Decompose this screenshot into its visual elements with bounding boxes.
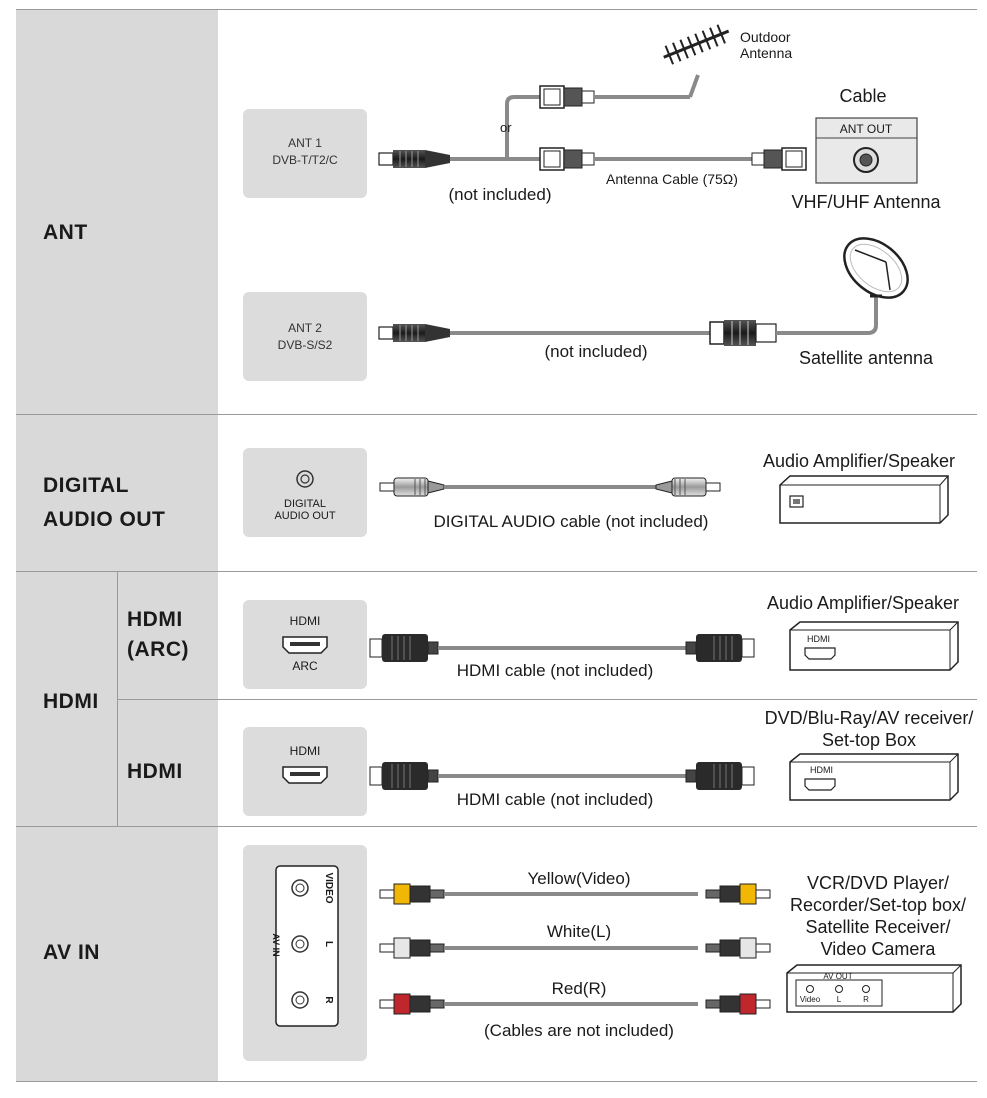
cable-title: Cable bbox=[839, 86, 886, 106]
hdmi-arc-device-port: HDMI bbox=[807, 634, 830, 644]
section-label-hdmi-sub: HDMI bbox=[127, 760, 183, 783]
ant2-port-label: ANT 2 bbox=[288, 321, 322, 335]
hdmi-arc-port-bottom: ARC bbox=[292, 659, 318, 673]
f-connector-icon bbox=[539, 85, 595, 109]
ant1-port-standard: DVB-T/T2/C bbox=[272, 153, 338, 167]
av-device-label-2: Recorder/Set-top box/ bbox=[790, 895, 966, 915]
ant1-row: ANT 1 DVB-T/T2/C or bbox=[243, 24, 942, 212]
or-label: or bbox=[500, 120, 512, 135]
av-out-l-label: L bbox=[837, 995, 842, 1004]
dish-cable bbox=[776, 290, 878, 335]
section-label-hdmi-arc-2: (ARC) bbox=[127, 638, 189, 661]
av-device-label-3: Satellite Receiver/ bbox=[805, 917, 950, 937]
rca-plug-yellow-icon bbox=[379, 883, 445, 905]
section-label-audio-out: AUDIO OUT bbox=[43, 508, 165, 531]
ant2-not-included: (not included) bbox=[544, 342, 647, 361]
digital-audio-port-box bbox=[243, 448, 367, 537]
ant1-not-included: (not included) bbox=[448, 185, 551, 204]
section-label-hdmi-arc-1: HDMI bbox=[127, 608, 183, 631]
video-jack-icon bbox=[291, 879, 309, 897]
yellow-video-label: Yellow(Video) bbox=[527, 869, 630, 888]
f-connector-icon bbox=[539, 147, 595, 171]
hdmi-arc-row: HDMI ARC HDMI cable (not included) Audio… bbox=[243, 593, 959, 689]
vcr-device-icon bbox=[786, 964, 962, 1013]
av-in-row: AV IN VIDEO L R Yellow(Video) bbox=[243, 845, 966, 1061]
digital-audio-device-label: Audio Amplifier/Speaker bbox=[763, 451, 955, 471]
satellite-antenna-label: Satellite antenna bbox=[799, 348, 934, 368]
section-label-hdmi: HDMI bbox=[43, 690, 99, 713]
f-connector-icon bbox=[709, 320, 777, 346]
section-dividers bbox=[16, 9, 977, 1082]
audio-l-jack-icon bbox=[291, 935, 309, 953]
hdmi-plug-icon bbox=[369, 634, 439, 662]
rca-plug-red-icon bbox=[705, 993, 771, 1015]
rca-plug-white-icon bbox=[379, 937, 445, 959]
digital-audio-cable-label: DIGITAL AUDIO cable (not included) bbox=[434, 512, 709, 531]
jack-r-label: R bbox=[323, 996, 334, 1004]
coax-plug-icon bbox=[378, 150, 450, 168]
outdoor-antenna-label-2: Antenna bbox=[740, 45, 792, 61]
rca-plug-yellow-icon bbox=[705, 883, 771, 905]
digital-port-label-1: DIGITAL bbox=[284, 498, 326, 510]
vhf-uhf-label: VHF/UHF Antenna bbox=[791, 192, 941, 212]
coax-plug-icon bbox=[378, 324, 450, 342]
white-l-label: White(L) bbox=[547, 922, 611, 941]
hdmi-cable-label: HDMI cable (not included) bbox=[457, 790, 654, 809]
ant1-port-box bbox=[243, 109, 367, 198]
rca-plug-red-icon bbox=[379, 993, 445, 1015]
digital-port-label-2: AUDIO OUT bbox=[274, 510, 335, 522]
section-label-digital: DIGITAL bbox=[43, 474, 129, 497]
cables-not-included-label: (Cables are not included) bbox=[484, 1021, 674, 1040]
ant-out-label: ANT OUT bbox=[840, 122, 893, 136]
ant2-port-box bbox=[243, 292, 367, 381]
av-in-panel-title: AV IN bbox=[271, 933, 281, 956]
optical-plug-icon bbox=[379, 477, 445, 497]
ant2-row: ANT 2 DVB-S/S2 (not included) Satellite … bbox=[243, 237, 934, 381]
hdmi-row: HDMI HDMI cable (not included) DVD/Blu-R… bbox=[243, 708, 973, 816]
outdoor-antenna-label-1: Outdoor bbox=[740, 29, 791, 45]
red-r-label: Red(R) bbox=[552, 979, 607, 998]
optical-plug-icon bbox=[655, 477, 721, 497]
optical-port-icon bbox=[296, 470, 314, 488]
hdmi-device-port: HDMI bbox=[810, 765, 833, 775]
hdmi-device-label-1: DVD/Blu-Ray/AV receiver/ bbox=[765, 708, 974, 728]
jack-video-label: VIDEO bbox=[323, 872, 334, 903]
audio-amplifier-icon bbox=[789, 621, 959, 671]
rca-plug-white-icon bbox=[705, 937, 771, 959]
av-device-label-1: VCR/DVD Player/ bbox=[807, 873, 949, 893]
hdmi-device-label-2: Set-top Box bbox=[822, 730, 916, 750]
hdmi-arc-device-label: Audio Amplifier/Speaker bbox=[767, 593, 959, 613]
digital-audio-row: DIGITAL AUDIO OUT DIGITAL AUDIO cable (n… bbox=[243, 448, 955, 537]
f-connector-icon bbox=[751, 147, 807, 171]
av-out-video-label: Video bbox=[800, 995, 821, 1004]
hdmi-port-top: HDMI bbox=[290, 744, 321, 758]
section-label-av-in: AV IN bbox=[43, 941, 100, 964]
hdmi-plug-icon bbox=[685, 634, 755, 662]
section-backgrounds bbox=[16, 10, 218, 1081]
ant2-port-standard: DVB-S/S2 bbox=[278, 338, 333, 352]
hdmi-arc-port-top: HDMI bbox=[290, 614, 321, 628]
audio-amplifier-icon bbox=[779, 475, 949, 524]
satellite-dish-icon bbox=[843, 237, 909, 299]
av-device-label-4: Video Camera bbox=[821, 939, 937, 959]
hdmi-arc-cable-label: HDMI cable (not included) bbox=[457, 661, 654, 680]
av-out-r-label: R bbox=[863, 995, 869, 1004]
antenna-cable-label: Antenna Cable (75Ω) bbox=[606, 171, 738, 187]
set-top-box-icon bbox=[789, 753, 959, 801]
ant1-port-label: ANT 1 bbox=[288, 136, 322, 150]
hdmi-plug-icon bbox=[369, 762, 439, 790]
outdoor-antenna-icon bbox=[663, 24, 730, 65]
av-out-label: AV OUT bbox=[823, 972, 852, 981]
jack-l-label: L bbox=[323, 941, 334, 947]
audio-r-jack-icon bbox=[291, 991, 309, 1009]
hdmi-plug-icon bbox=[685, 762, 755, 790]
section-label-ant: ANT bbox=[43, 221, 88, 244]
ant1-branch-cable bbox=[505, 95, 540, 159]
